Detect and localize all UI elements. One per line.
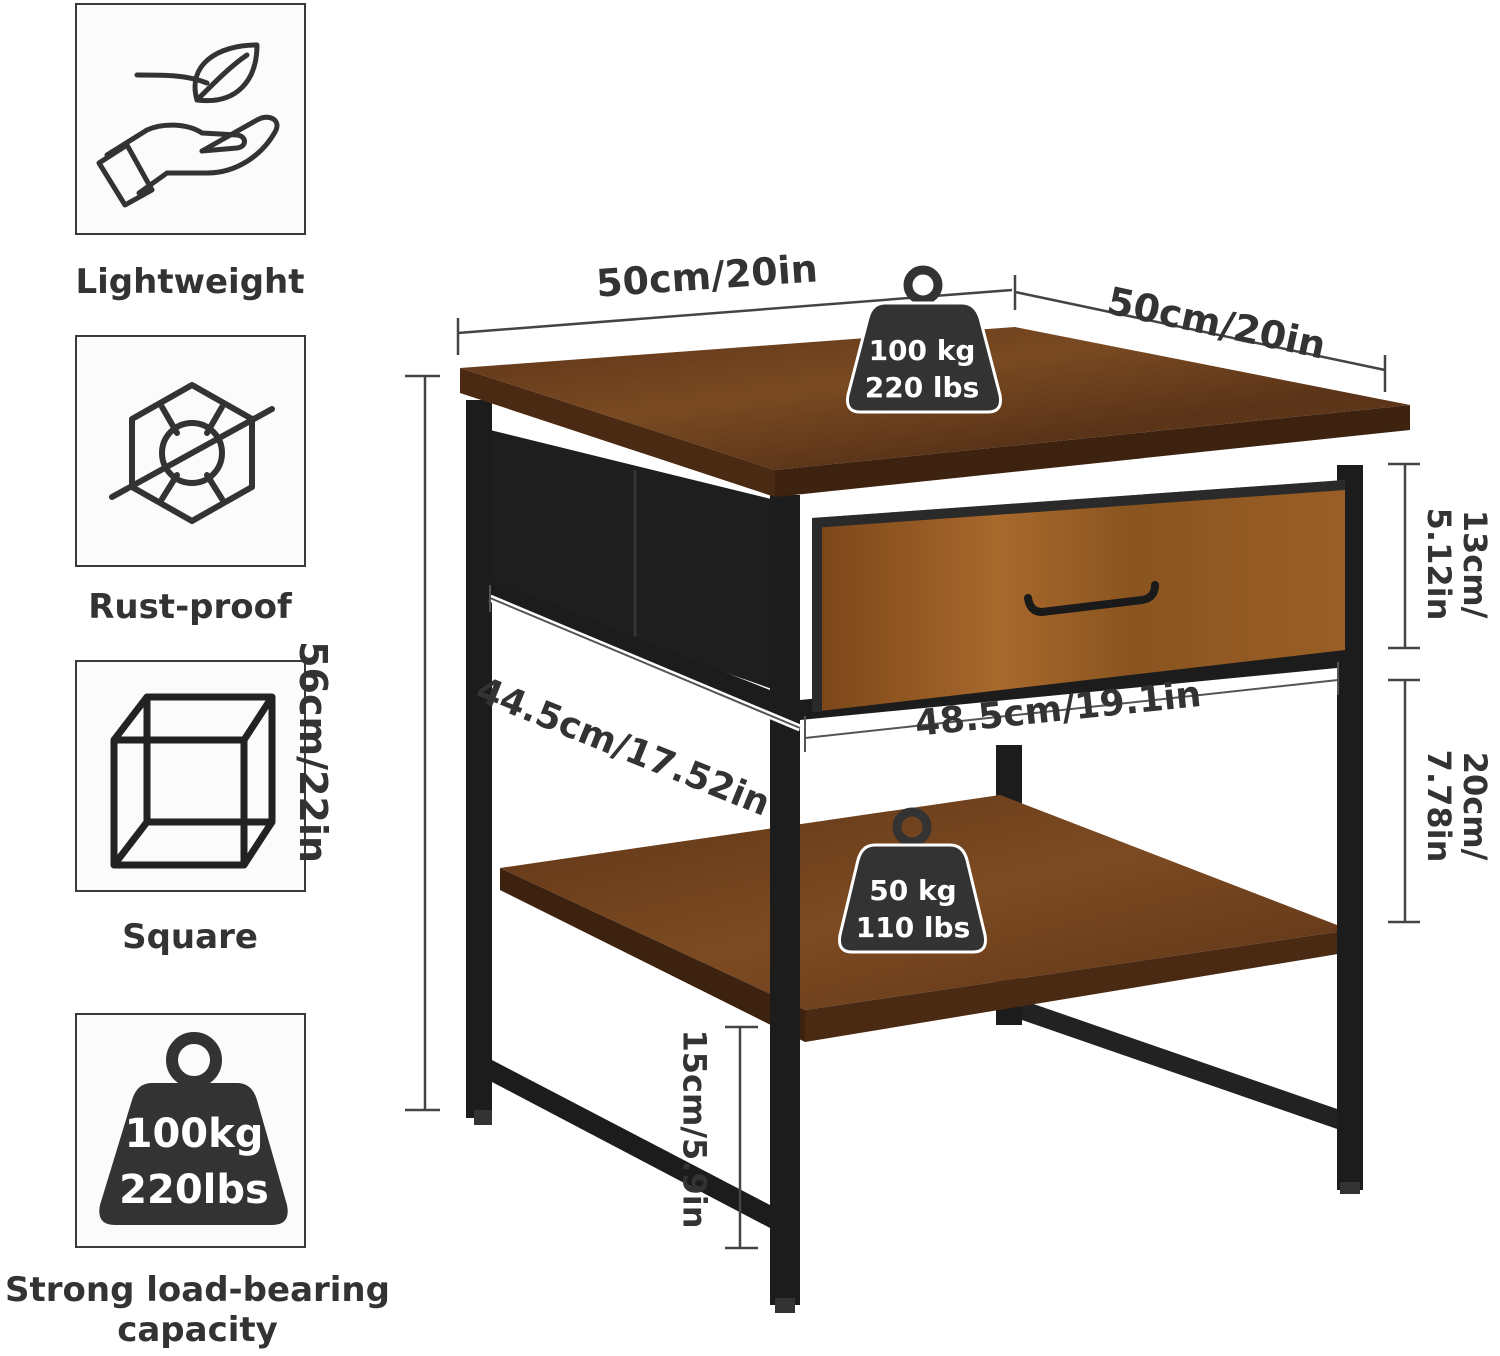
left-top-bar [492, 580, 770, 712]
front-left-leg [466, 400, 492, 1118]
leaf-in-hand-icon [96, 42, 280, 208]
feature-box-square [75, 660, 306, 892]
dim-shelf-gap: 20cm/ 7.78in [1420, 749, 1494, 863]
crossed-out-nut-icon [109, 382, 275, 524]
shelf-load-weight-icon: 50 kg 110 lbs [838, 807, 987, 954]
weight-icon: 100kg 220lbs [99, 1032, 288, 1225]
top-load-line2: 220 lbs [865, 371, 980, 404]
fabric-side-panel [490, 430, 775, 690]
front-right-leg [770, 495, 800, 1305]
feature-box-lightweight [75, 3, 306, 235]
weight-line2: 220lbs [119, 1167, 269, 1213]
top-load-weight-icon: 100 kg 220 lbs [846, 265, 1002, 414]
weight-line1: 100kg [125, 1111, 264, 1157]
feature-box-rust-proof [75, 335, 306, 567]
dim-bottom-clearance: 15cm/5.9in [675, 1029, 714, 1229]
shelf-load-line2: 110 lbs [856, 911, 971, 944]
feature-label-lightweight: Lightweight [75, 262, 305, 302]
feature-box-load-bearing: 100kg 220lbs [75, 1013, 306, 1248]
lower-shelf-front [805, 930, 1350, 1042]
dim-height: 56cm/22in [290, 641, 335, 863]
lower-shelf-side [500, 868, 805, 1042]
table-top-front-edge [775, 405, 1410, 497]
left-bottom-bar [492, 1060, 770, 1228]
drawer-handle [1024, 581, 1159, 617]
cube-icon [110, 693, 276, 869]
feature-label-rust-proof: Rust-proof [88, 587, 292, 627]
feature-label-square: Square [122, 917, 258, 957]
shelf-load-line1: 50 kg [869, 874, 956, 907]
bottom-side-bar [1022, 1000, 1340, 1130]
feature-label-load-bearing: Strong load-bearing capacity [5, 1270, 390, 1350]
dim-drawer-height: 13cm/ 5.12in [1420, 507, 1494, 621]
drawer-front [812, 480, 1345, 712]
top-load-line1: 100 kg [869, 334, 976, 367]
table-top-left-edge [460, 368, 775, 497]
